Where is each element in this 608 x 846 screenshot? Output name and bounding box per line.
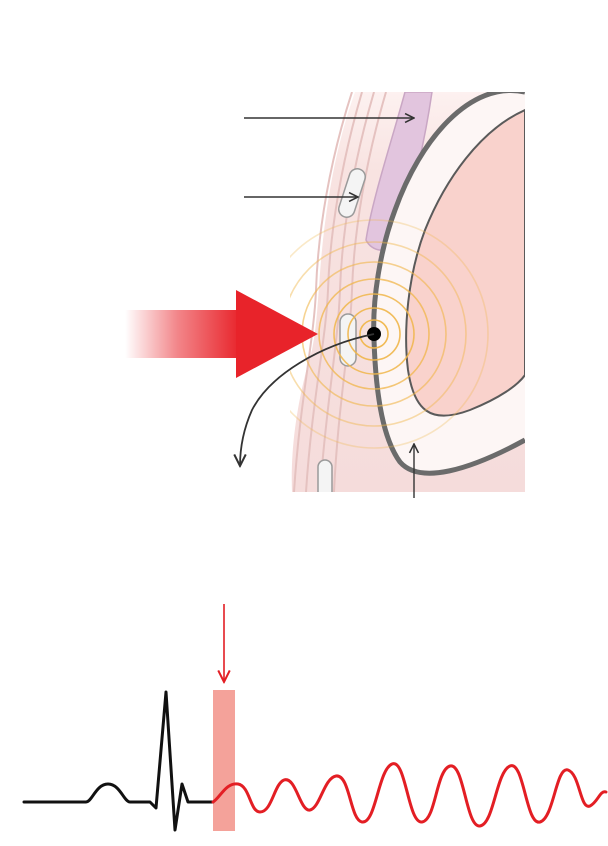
impact-arrow-shaft <box>125 310 241 358</box>
ecg-fibrillation <box>213 764 606 826</box>
vulnerable-window <box>213 690 235 831</box>
ecg-strip <box>24 604 606 831</box>
chest-cross-section <box>260 90 525 500</box>
ecg-normal-beat <box>24 692 213 830</box>
impact-arrow-head <box>236 290 318 378</box>
impact-arrow <box>125 290 318 378</box>
vessel-lower <box>318 460 332 500</box>
